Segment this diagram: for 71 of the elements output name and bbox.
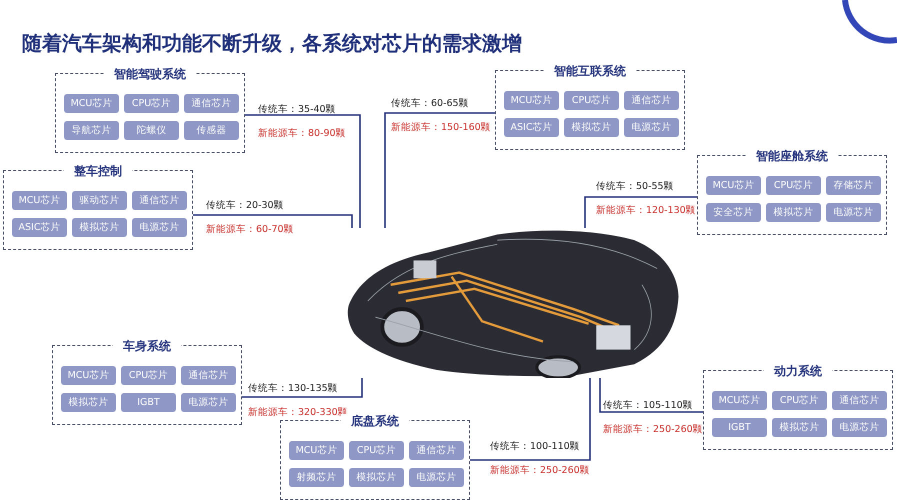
chip-tag: 安全芯片	[706, 203, 761, 222]
group-heading: 整车控制	[64, 164, 132, 178]
chip-tag: CPU芯片	[564, 91, 619, 110]
chip-tag: 模拟芯片	[772, 418, 827, 437]
count-text: 传统车：105-110颗	[603, 399, 693, 412]
chip-tag: CPU芯片	[766, 176, 821, 195]
chip-tag: 电源芯片	[832, 418, 887, 437]
leader-line	[193, 214, 353, 228]
chip-tag: 驱动芯片	[72, 191, 127, 210]
chip-tag: IGBT	[121, 393, 176, 412]
chip-tag: MCU芯片	[64, 94, 119, 113]
count-text: 传统车：35-40颗	[258, 103, 336, 116]
leader-line	[584, 196, 697, 228]
count-text: 传统车：130-135颗	[248, 382, 338, 395]
chip-tag: 导航芯片	[64, 121, 119, 140]
chip-tag: 通信芯片	[132, 191, 187, 210]
chip-tag: MCU芯片	[61, 366, 116, 385]
chip-tag: 模拟芯片	[61, 393, 116, 412]
chip-tag: 通信芯片	[832, 391, 887, 410]
chip-tag: 电源芯片	[409, 468, 464, 487]
chip-tag: CPU芯片	[124, 94, 179, 113]
leader-line	[470, 378, 591, 461]
chip-tag: 电源芯片	[826, 203, 881, 222]
chip-tag: MCU芯片	[712, 391, 767, 410]
chip-tag: 模拟芯片	[349, 468, 404, 487]
group-heading: 智能互联系统	[544, 64, 636, 78]
chip-tag: 存储芯片	[826, 176, 881, 195]
chip-tag: CPU芯片	[349, 441, 404, 460]
chip-tag: 通信芯片	[184, 94, 239, 113]
leader-line	[245, 114, 361, 228]
chip-tag: 模拟芯片	[72, 218, 127, 237]
count-text: 传统车：20-30颗	[206, 199, 284, 212]
ev-count-text: 新能源车：80-90颗	[258, 127, 346, 140]
leader-line	[384, 112, 495, 228]
chip-tag: CPU芯片	[121, 366, 176, 385]
ev-count-text: 新能源车：150-160颗	[391, 121, 491, 134]
chip-tag: 通信芯片	[624, 91, 679, 110]
ev-count-text: 新能源车：250-260颗	[490, 464, 590, 477]
count-text: 传统车：60-65颗	[391, 97, 469, 110]
leader-line	[242, 378, 363, 398]
chip-tag: 传感器	[184, 121, 239, 140]
car-wiring-drawing	[345, 228, 680, 378]
group-heading: 智能座舱系统	[746, 149, 838, 163]
leader-line	[599, 378, 703, 413]
chip-tag: MCU芯片	[706, 176, 761, 195]
chip-tag: MCU芯片	[12, 191, 67, 210]
count-text: 传统车：50-55颗	[596, 180, 674, 193]
group-heading: 车身系统	[113, 339, 181, 353]
chip-tag: ASIC芯片	[504, 118, 559, 137]
chip-tag: MCU芯片	[289, 441, 344, 460]
chip-tag: IGBT	[712, 418, 767, 437]
chip-tag: 模拟芯片	[564, 118, 619, 137]
title: 随着汽车架构和功能不断升级，各系统对芯片的需求激增	[22, 30, 522, 57]
chip-tag: ASIC芯片	[12, 218, 67, 237]
ev-count-text: 新能源车：120-130颗	[596, 204, 696, 217]
chip-tag: 电源芯片	[181, 393, 236, 412]
chip-tag: 陀螺仪	[124, 121, 179, 140]
count-text: 传统车：100-110颗	[490, 440, 580, 453]
ev-count-text: 新能源车：250-260颗	[603, 423, 703, 436]
chip-tag: 通信芯片	[181, 366, 236, 385]
chip-tag: MCU芯片	[504, 91, 559, 110]
chip-tag: 模拟芯片	[766, 203, 821, 222]
group-heading: 智能驾驶系统	[104, 67, 196, 81]
chip-tag: 电源芯片	[624, 118, 679, 137]
group-heading: 动力系统	[764, 364, 832, 378]
group-heading: 底盘系统	[341, 414, 409, 428]
chip-tag: 电源芯片	[132, 218, 187, 237]
chip-tag: CPU芯片	[772, 391, 827, 410]
chip-tag: 射频芯片	[289, 468, 344, 487]
chip-tag: 通信芯片	[409, 441, 464, 460]
ev-count-text: 新能源车：60-70颗	[206, 223, 294, 236]
